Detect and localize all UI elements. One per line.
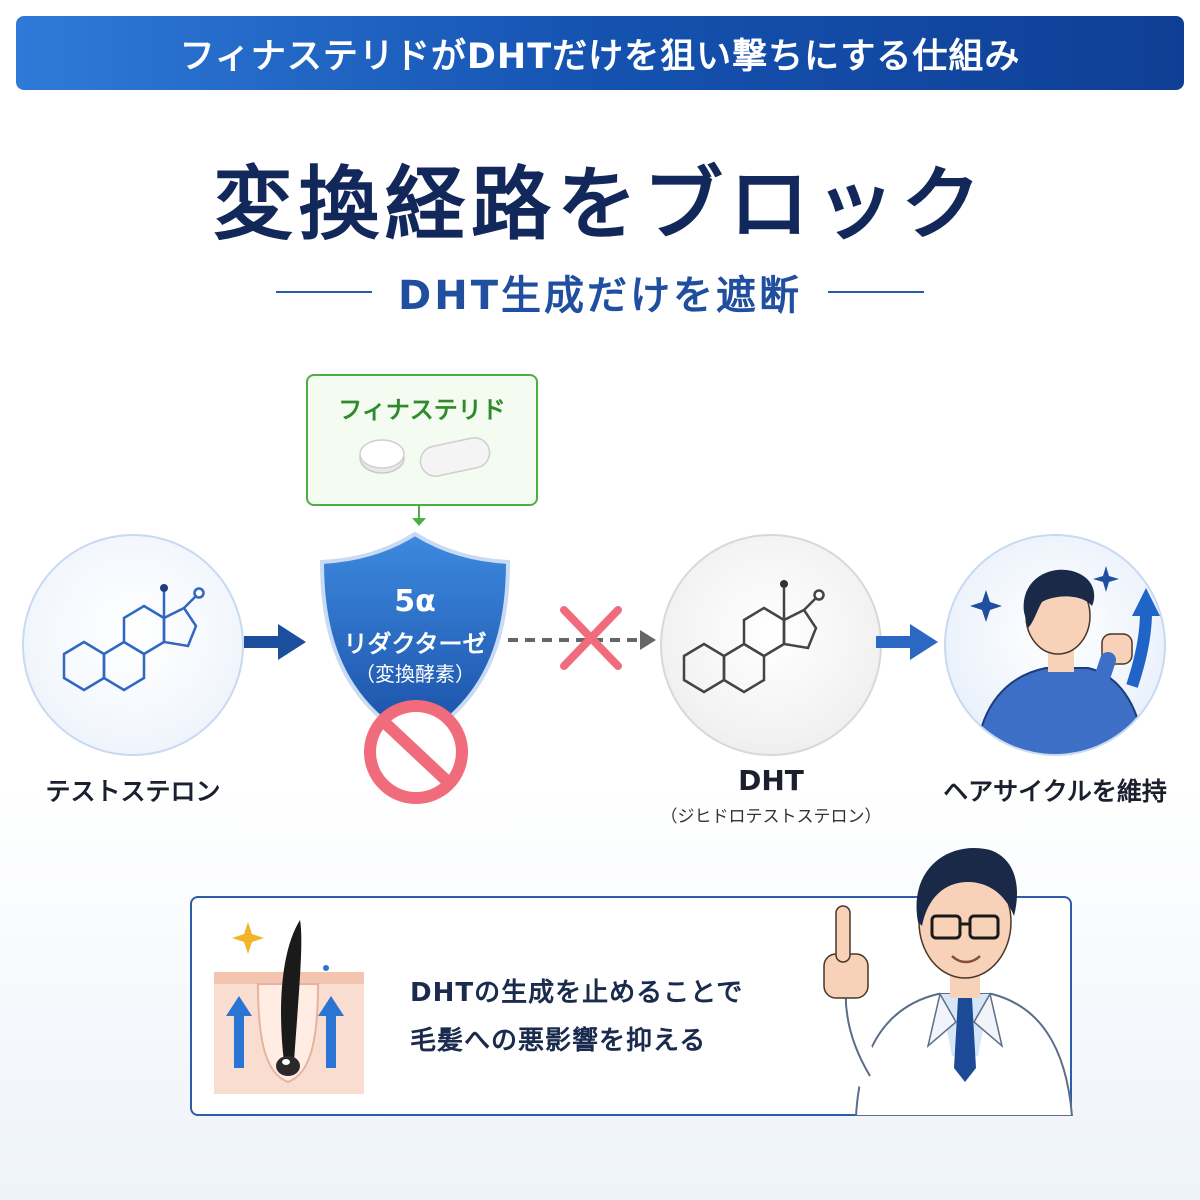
arrow-right-icon — [244, 624, 306, 660]
up-arrow-icon — [1132, 588, 1160, 616]
summary-line-1: DHTの生成を止めることで — [410, 978, 744, 1008]
man-illustration — [970, 566, 1160, 754]
enzyme-5a: 5α — [394, 584, 436, 619]
hair-follicle-icon — [214, 920, 364, 1094]
subtitle: DHT生成だけを遮断 — [398, 273, 802, 319]
subtitle-row: DHT生成だけを遮断 — [0, 262, 1200, 322]
pill-icon — [359, 437, 491, 477]
main-title: 変換経路をブロック — [213, 158, 987, 251]
dht-circle — [660, 534, 882, 756]
finasteride-label: フィナステリド — [338, 396, 506, 424]
subtitle-line-right — [827, 291, 924, 293]
sparkle-icon — [970, 590, 1002, 622]
finasteride-callout: フィナステリド — [306, 374, 538, 506]
dht-desc: （ジヒドロテストステロン） — [660, 807, 882, 827]
header-banner: フィナステリドがDHTだけを狙い撃ちにする仕組み — [16, 16, 1184, 90]
arrow-right-icon — [876, 624, 938, 660]
sparkle-icon — [232, 922, 264, 954]
enzyme-desc: （変換酵素） — [355, 662, 475, 686]
sparkle-icon — [1093, 566, 1119, 592]
testosterone-label: テストステロン — [45, 777, 221, 806]
hair-cycle-circle — [944, 534, 1166, 756]
no-entry-icon — [364, 700, 468, 804]
steroid-molecule-icon — [682, 580, 825, 694]
dht-label: DHT — [738, 764, 804, 797]
subtitle-line-left — [276, 291, 373, 293]
steroid-molecule-icon — [62, 584, 205, 692]
blocked-arrow — [508, 630, 656, 650]
testosterone-circle — [22, 534, 244, 756]
enzyme-name: リダクターゼ — [343, 630, 487, 658]
doctor-illustration — [823, 847, 1074, 1116]
callout-pointer — [412, 504, 426, 526]
cross-icon — [560, 606, 622, 670]
hair-cycle-label: ヘアサイクルを維持 — [943, 777, 1167, 806]
summary-line-2: 毛髪への悪影響を抑える — [410, 1026, 707, 1056]
